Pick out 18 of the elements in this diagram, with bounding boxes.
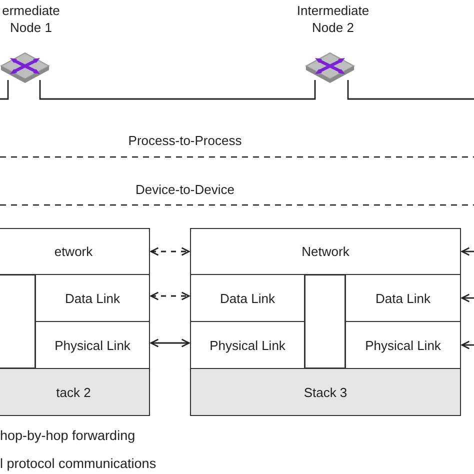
stack-box: tack 2 — [0, 368, 150, 416]
stack-box: Stack 3 — [190, 368, 461, 416]
arrow — [461, 247, 474, 256]
double-arrow — [150, 338, 190, 348]
arrow — [461, 294, 474, 302]
node-label: Intermediate Node 2 — [296, 2, 370, 36]
node-label: ermediate Node 1 — [1, 2, 61, 36]
scope-label: Process-to-Process — [128, 133, 242, 148]
arrow — [461, 340, 474, 350]
legend-text: l protocol communications — [0, 456, 156, 471]
scope-label: Device-to-Device — [136, 182, 234, 197]
network-line — [347, 80, 474, 100]
layer-box: Network — [190, 228, 461, 275]
network-line — [39, 80, 316, 100]
double-arrow — [150, 247, 190, 256]
legend-text: hop-by-hop forwarding — [0, 428, 136, 443]
double-arrow — [150, 292, 190, 300]
network-line — [0, 80, 9, 100]
